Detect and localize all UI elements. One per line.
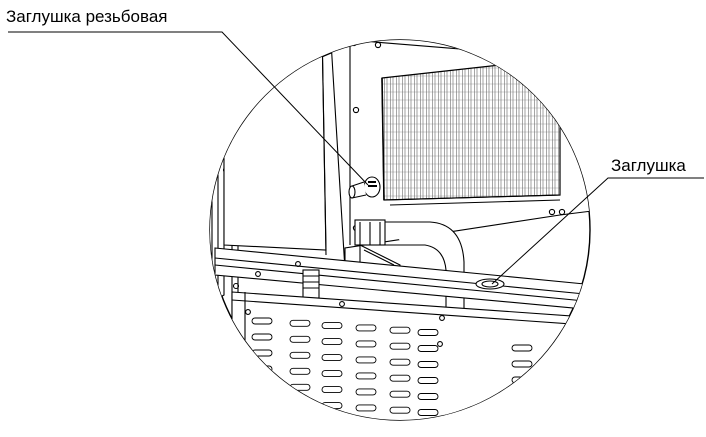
louver-slot (417, 409, 439, 416)
heat-exchanger-fins (381, 64, 561, 206)
louver-slot (389, 326, 411, 334)
louver-slot (389, 390, 411, 398)
louver-slot (321, 386, 343, 394)
louver-slot (355, 372, 377, 380)
louver-slot (417, 329, 439, 336)
louver-slot (511, 360, 533, 368)
louver-slot (417, 393, 439, 400)
louver-slot (251, 333, 273, 341)
louver-slot (355, 340, 377, 348)
leader-threaded-plug (8, 31, 369, 186)
plug-part (475, 278, 505, 290)
threaded-plug-part (348, 176, 381, 199)
louver-slot (417, 377, 439, 384)
louver-slot (251, 397, 273, 405)
leader-plug (491, 177, 704, 285)
louver-slot (417, 345, 439, 352)
louvered-panel (231, 291, 590, 420)
leader-lines (8, 31, 704, 285)
louver-slot (289, 367, 311, 375)
louver-slot (355, 324, 377, 332)
louver-slot (355, 404, 377, 412)
callout-plug: Заглушка (611, 156, 686, 175)
louver-slot (321, 322, 343, 330)
louver-slot (289, 335, 311, 343)
small-pipe-stub (302, 269, 320, 299)
louver-slot (321, 354, 343, 362)
louver-slot (417, 361, 439, 368)
callout-threaded-plug: Заглушка резьбовая (6, 7, 168, 26)
louver-slot (511, 344, 533, 352)
louver-slot (289, 351, 311, 359)
louver-slot (321, 370, 343, 378)
louver-slot (289, 399, 311, 407)
louver-slot (389, 406, 411, 414)
louver-slot (389, 358, 411, 366)
louver-slot (289, 319, 311, 327)
louver-slot (355, 356, 377, 364)
louver-slot (251, 381, 273, 389)
louver-slots (251, 317, 533, 416)
louver-slot (389, 374, 411, 382)
louver-slot (389, 342, 411, 350)
louver-slot (251, 365, 273, 373)
louver-slot (355, 388, 377, 396)
horizontal-rail (214, 247, 590, 311)
louver-slot (251, 317, 273, 325)
louver-slot (321, 338, 343, 346)
